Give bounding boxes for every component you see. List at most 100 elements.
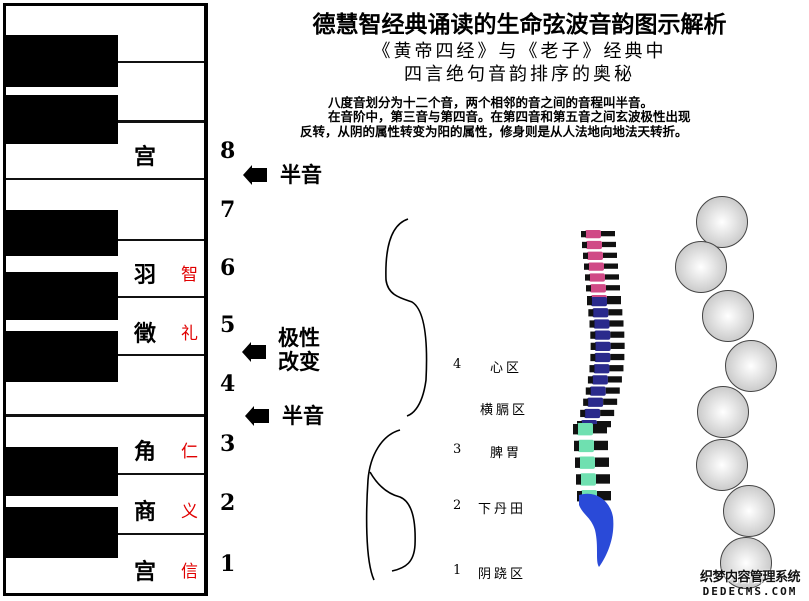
vertebra-edge <box>573 424 578 435</box>
vertebra-process <box>609 320 624 327</box>
white-key-divider <box>6 178 204 180</box>
zone-number-4: 4 <box>453 357 462 372</box>
vertebra-process <box>610 331 625 338</box>
page-title: 德慧智经典诵读的生命弦波音韵图示解析 <box>312 11 727 38</box>
vertebra-edge <box>576 474 581 485</box>
vertebra <box>586 240 602 250</box>
marker-label-line-1: 极性 <box>278 325 320 350</box>
vertebra-process <box>604 263 618 269</box>
semitone-marker-upper: 半音 <box>243 163 322 187</box>
vertebra-edge <box>587 298 592 306</box>
vertebra-process <box>603 252 617 258</box>
marker-label: 半音 <box>282 403 324 428</box>
piano-keyboard: 宫 羽 智 徵 礼 角 仁 商 义 宫 信 <box>3 3 208 596</box>
polarity-change-marker: 极性 改变 <box>242 326 320 374</box>
vertebra <box>585 230 601 239</box>
vertebra <box>587 397 604 407</box>
marker-label: 半音 <box>280 162 322 187</box>
string-wave-curve-lower <box>369 471 416 572</box>
zone-number-1: 1 <box>453 563 462 578</box>
ball <box>675 241 727 293</box>
semitone-marker-lower: 半音 <box>245 404 324 428</box>
vertebra-edge <box>582 241 587 249</box>
note-label-jue: 角 <box>134 440 157 465</box>
vertebra-process <box>597 491 611 501</box>
description-line-2: 在音阶中，第三音与第四音。在第四音和第五音之间玄波极性出现 <box>328 109 691 124</box>
arrow-left-icon <box>243 165 267 185</box>
vertebra-process <box>610 353 625 361</box>
vertebra-process <box>607 376 622 383</box>
spine-illustration <box>573 230 625 567</box>
zone-label-spleen-stomach: 脾胃 <box>490 446 523 461</box>
description-line-3: 反转，从阴的属性转变为阳的属性，修身则是从人法地向地法天转折。 <box>300 124 688 139</box>
vertebra <box>588 262 604 271</box>
vertebra <box>578 439 594 453</box>
vertebra-process <box>602 241 616 248</box>
note-label-zhi: 徵 <box>134 322 157 347</box>
virtue-label-zhi: 智 <box>181 265 198 285</box>
virtue-label-li: 礼 <box>181 324 198 344</box>
vertebra-process <box>605 274 619 280</box>
degree-8: 8 <box>220 138 236 164</box>
vertebra-edge <box>588 309 594 317</box>
vertebra-process <box>601 231 615 237</box>
vertebra <box>589 386 606 396</box>
arrow-left-icon <box>245 406 269 426</box>
watermark: 织梦内容管理系统 DEDECMS.COM <box>700 566 801 598</box>
vertebra-process <box>605 387 620 394</box>
vertebra <box>593 319 610 329</box>
vertebra-process <box>593 424 607 434</box>
zone-number-3: 3 <box>453 442 462 457</box>
black-key <box>6 35 118 87</box>
ball <box>720 537 772 589</box>
watermark-en: DEDECMS.COM <box>702 585 798 598</box>
vertebra <box>594 352 611 363</box>
degree-5: 5 <box>220 312 236 338</box>
ball <box>696 196 748 248</box>
vertebra-process <box>609 365 624 372</box>
vertebra-process <box>595 457 609 467</box>
vertebra <box>591 375 608 385</box>
degree-7: 7 <box>220 197 236 223</box>
virtue-label-xin: 信 <box>181 562 198 582</box>
virtue-label-yi: 义 <box>181 502 198 522</box>
vertebra-process <box>607 298 621 305</box>
vertebra-process <box>594 440 608 451</box>
virtue-label-ren: 仁 <box>181 442 198 462</box>
ball <box>697 386 749 438</box>
ball <box>725 340 777 392</box>
degree-1: 1 <box>220 551 236 577</box>
note-label-gong-low: 宫 <box>134 560 157 585</box>
vertebra-edge <box>584 263 589 270</box>
vertebra-edge <box>574 440 579 452</box>
vertebra <box>580 473 596 486</box>
vertebra-edge <box>580 409 586 418</box>
vertebra <box>594 330 611 340</box>
zone-label-lower-dantian: 下丹田 <box>478 502 527 517</box>
vertebra-edge <box>583 398 589 406</box>
vertebra-process <box>608 309 623 316</box>
vertebra <box>587 251 603 260</box>
vertebra-process <box>606 285 620 291</box>
vertebra-edge <box>586 285 591 292</box>
vertebra-process <box>603 398 618 405</box>
degree-3: 3 <box>220 431 236 457</box>
note-label-shang: 商 <box>134 500 157 525</box>
watermark-cn: 织梦内容管理系统 <box>700 570 801 585</box>
vertebra <box>593 364 610 374</box>
black-key <box>6 210 118 256</box>
vertebra <box>589 273 605 282</box>
vertebra-process <box>600 409 615 417</box>
white-key-divider <box>6 414 204 417</box>
subtitle-line-2: 四言绝句音韵排序的奥秘 <box>404 64 635 85</box>
subtitle-line-1: 《黄帝四经》与《老子》经典中 <box>372 41 667 62</box>
vertebra <box>584 408 601 419</box>
vertebra <box>594 341 611 351</box>
vertebra-edge <box>590 331 596 339</box>
vertebra-edge <box>581 231 586 238</box>
note-label-yu: 羽 <box>134 263 157 288</box>
vertebra <box>590 284 606 293</box>
sacrum <box>579 493 614 567</box>
marker-label-line-2: 改变 <box>278 349 320 374</box>
ball <box>723 485 775 537</box>
